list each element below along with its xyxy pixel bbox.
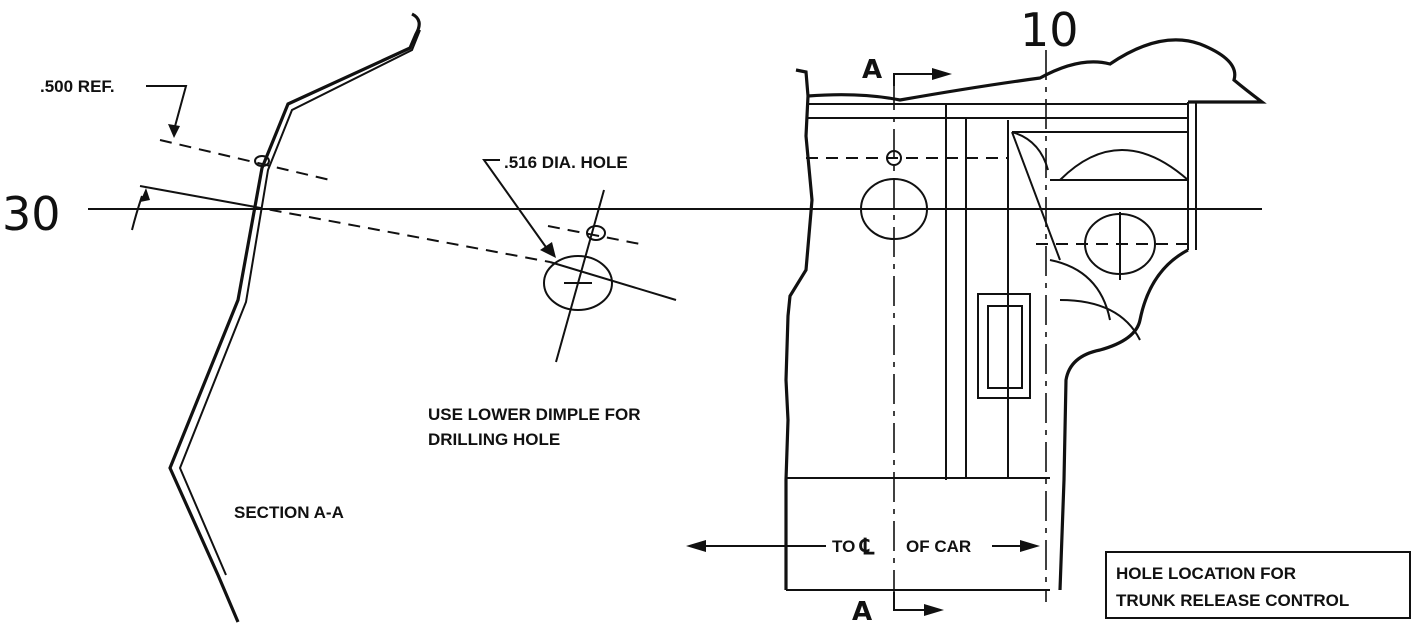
angled-dashed-line bbox=[249, 205, 551, 263]
dimple-centerline bbox=[547, 225, 641, 245]
title-box-border bbox=[1105, 551, 1411, 619]
gusset bbox=[1011, 131, 1188, 261]
ref-dimension: .500 REF. bbox=[40, 77, 331, 181]
right-step-outline bbox=[1058, 248, 1189, 591]
dimple-mark bbox=[254, 155, 270, 167]
angle-arc bbox=[131, 195, 143, 231]
cl-arrowhead-right bbox=[1020, 540, 1040, 552]
break-line bbox=[807, 38, 1267, 104]
plan-view bbox=[784, 38, 1267, 610]
panel-profile bbox=[168, 12, 421, 623]
rectangular-slot bbox=[977, 293, 1031, 399]
angle-label-10: 10 bbox=[1020, 3, 1079, 57]
hole-detail: .516 DIA. HOLE USE LOWER DIMPLE FOR DRIL… bbox=[428, 153, 641, 449]
hole-axis-line bbox=[555, 189, 605, 363]
to-label: TO bbox=[832, 537, 855, 556]
section-label: SECTION A-A bbox=[234, 503, 344, 522]
centerline-symbol: ℄ bbox=[859, 534, 875, 559]
ref-extension-line bbox=[159, 139, 331, 181]
section-marker-top: A bbox=[862, 55, 882, 85]
gusset-arc bbox=[1059, 149, 1189, 181]
angled-line-right bbox=[549, 261, 677, 301]
hole-leader bbox=[482, 159, 549, 251]
ref-label: .500 REF. bbox=[40, 77, 115, 96]
section-arrow-top bbox=[893, 73, 944, 86]
centerline-of-car-dimension: TO ℄ OF CAR bbox=[686, 534, 1040, 559]
angle-30-dimension: 30 bbox=[2, 185, 1262, 301]
title-line-2: TRUNK RELEASE CONTROL bbox=[1116, 591, 1349, 610]
section-arrow-bottom bbox=[893, 592, 936, 611]
ref-leader bbox=[146, 85, 188, 131]
lower-dimple-hole bbox=[543, 255, 613, 311]
title-line-1: HOLE LOCATION FOR bbox=[1116, 564, 1296, 583]
angled-line-left bbox=[139, 185, 251, 207]
lower-fillet bbox=[1049, 259, 1141, 341]
use-lower-dimple-label: USE LOWER DIMPLE FOR bbox=[428, 405, 641, 424]
of-car-label: OF CAR bbox=[906, 537, 971, 556]
title-box: HOLE LOCATION FOR TRUNK RELEASE CONTROL bbox=[1105, 551, 1411, 619]
panel-profile-inner bbox=[178, 29, 421, 576]
hole-dia-label: .516 DIA. HOLE bbox=[504, 153, 628, 172]
section-arrowhead-bottom bbox=[924, 604, 944, 616]
hole-arrowhead bbox=[540, 242, 556, 258]
upper-dimple bbox=[586, 225, 606, 241]
slot-inner bbox=[987, 305, 1023, 389]
panel-outline bbox=[784, 68, 814, 590]
angle-arrowhead bbox=[140, 188, 150, 202]
section-arrowhead-top bbox=[932, 68, 952, 80]
ref-arrowhead bbox=[168, 124, 180, 138]
section-markers: A A bbox=[852, 55, 952, 627]
cl-arrowhead-left bbox=[686, 540, 706, 552]
angle-label-30: 30 bbox=[2, 187, 61, 241]
section-marker-bottom: A bbox=[852, 597, 872, 627]
drilling-hole-label: DRILLING HOLE bbox=[428, 430, 560, 449]
section-a-a-view bbox=[168, 12, 421, 623]
